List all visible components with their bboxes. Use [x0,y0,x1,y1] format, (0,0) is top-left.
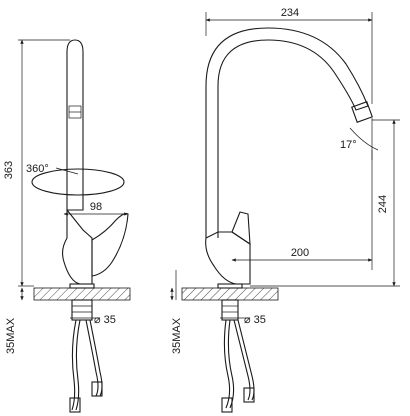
dim-total-height: 363 [3,161,15,179]
front-spout-aerator [351,101,373,123]
side-dimensions: 363 360° 98 35MAX ⌀ 35 [3,39,129,354]
rotation-ellipse [31,168,125,196]
front-hose-right [233,319,251,401]
dim-spout-outlet-reach: 200 [291,247,309,259]
side-hose-left [71,319,77,411]
side-hose-right [85,319,99,397]
side-spout-tube [66,39,84,211]
dim-hole-diameter-left: ⌀ 35 [94,314,116,326]
front-hose-left [223,319,231,409]
side-view [31,39,131,413]
side-handle [91,213,129,277]
dim-rotation: 360° [26,163,49,175]
front-dimensions: 234 17° 244 200 35MAX ⌀ 35 [170,7,400,354]
dim-spout-height: 244 [377,195,389,213]
dim-max-thickness-right: 35MAX [171,317,183,354]
dim-spout-reach: 234 [281,7,299,19]
dim-hole-diameter-right: ⌀ 35 [244,314,266,326]
front-shank [221,299,239,321]
side-deck-hatch [33,287,131,301]
front-spout-gooseneck [205,27,369,238]
front-deck-hatch [181,287,279,301]
side-shank [71,299,93,321]
front-handle [231,211,251,246]
side-body [61,208,93,285]
dim-max-thickness-left: 35MAX [5,317,17,354]
dim-spout-angle: 17° [340,139,357,151]
front-view [181,27,373,413]
dim-handle-reach: 98 [90,201,102,213]
front-body [205,231,251,285]
